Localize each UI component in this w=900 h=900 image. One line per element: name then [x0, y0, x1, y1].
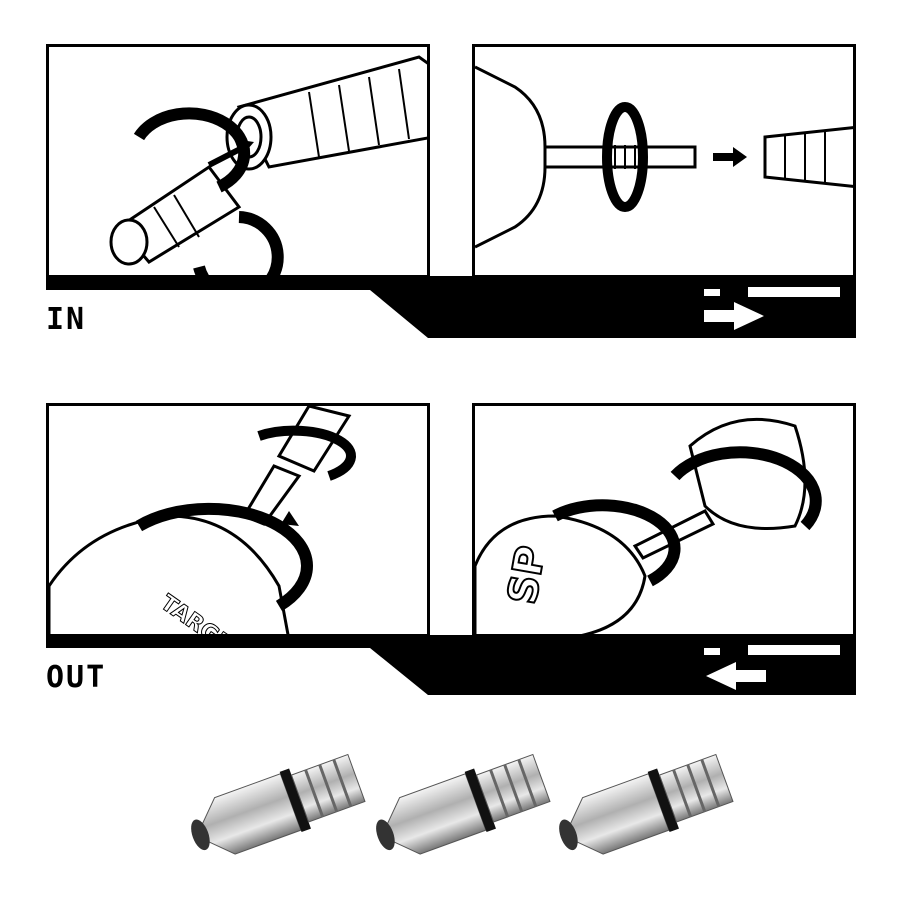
- arrow-right-icon: [704, 302, 764, 330]
- illustration-tip-shaft-into-barrel: [475, 65, 853, 249]
- illustration-unscrew-shaft: SP: [475, 417, 822, 634]
- step-label-in: IN: [46, 302, 87, 337]
- accessory-tip-1: [191, 753, 366, 855]
- illustration-screw-tip-into-barrel: [109, 55, 427, 275]
- panel-in-tip-into-barrel: [472, 44, 856, 278]
- arrow-left-icon: [706, 662, 766, 690]
- shaft-small-icon: [748, 645, 840, 655]
- flight-logo-text: SP: [500, 543, 555, 608]
- panel-out-unscrew-tip: TARGET: [46, 403, 430, 637]
- panel-in-screw-tip: [46, 44, 430, 278]
- tip-small-icon: [704, 648, 720, 655]
- panel-out-unscrew-shaft: SP: [472, 403, 856, 637]
- illustration-unscrew-tip: TARGET: [49, 406, 356, 634]
- accessory-tip-2: [365, 746, 554, 870]
- tip-small-icon: [704, 289, 720, 296]
- step-label-out: OUT: [46, 660, 107, 695]
- shaft-small-icon: [748, 287, 840, 297]
- accessory-tip-3: [548, 746, 737, 870]
